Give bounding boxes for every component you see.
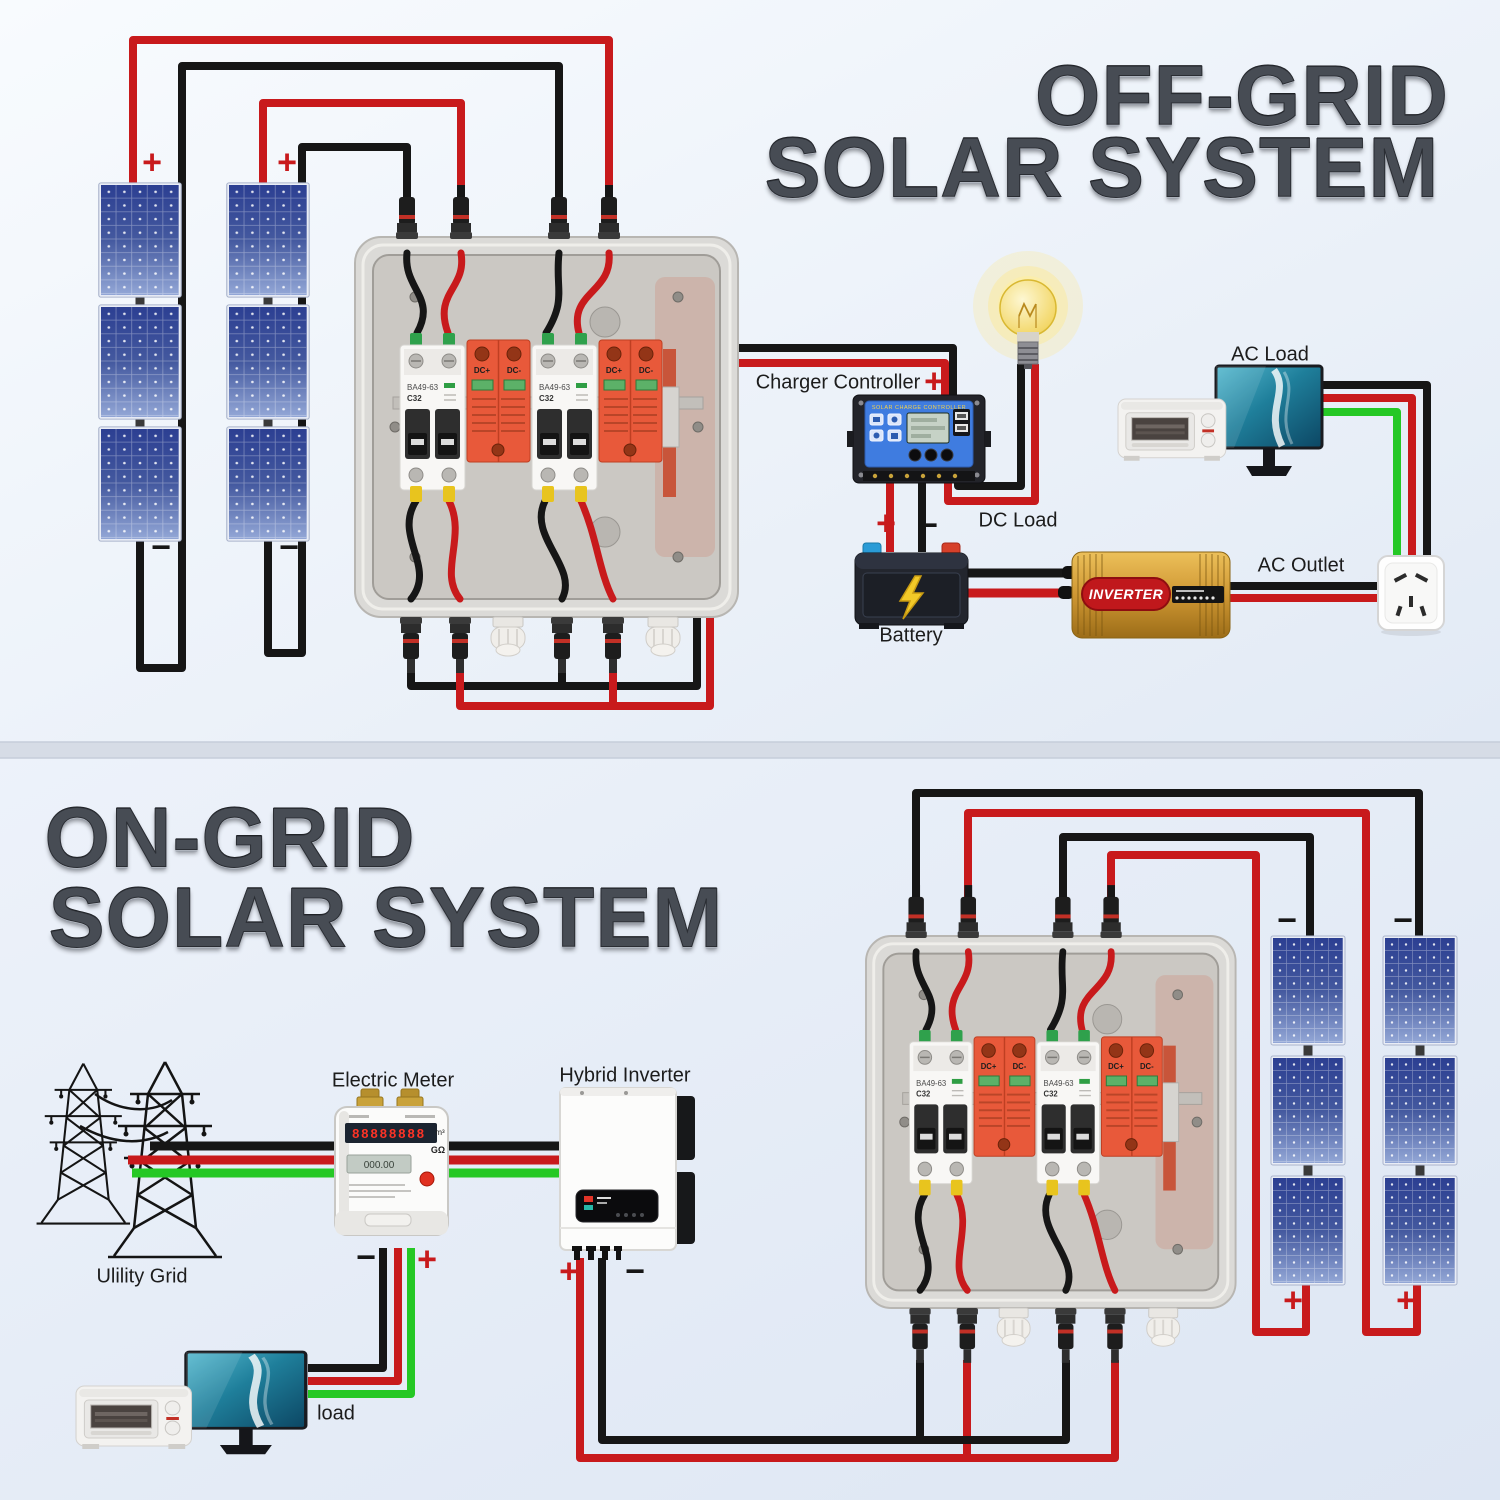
battery-label: Battery <box>879 624 943 647</box>
panel-links <box>1303 1043 1425 1178</box>
wire-meter-load-black <box>308 1248 387 1372</box>
grid-string2-minus-sign: − <box>1393 901 1413 940</box>
wire-outlet-load-green <box>1316 408 1401 558</box>
light-bulb-icon <box>973 251 1083 369</box>
electric-meter-label: Electric Meter <box>331 1069 455 1092</box>
on-grid-solar-string-1 <box>1270 935 1346 1286</box>
off-grid-title-line2: SOLAR SYSTEM <box>764 120 1440 215</box>
grid-string1-minus-sign: − <box>1277 901 1297 940</box>
string1-plus-sign: + <box>142 143 162 182</box>
grid-load-toaster <box>75 1385 193 1450</box>
off-grid-solar-string-2 <box>226 182 310 542</box>
ac-load-label: AC Load <box>1231 343 1309 366</box>
power-inverter: INVERTER <box>1071 551 1231 639</box>
string2-plus-sign: + <box>277 143 297 182</box>
section-divider <box>0 742 1500 758</box>
power-lines <box>79 1092 173 1143</box>
solar-charge-controller: SOLAR CHARGE CONTROLLER <box>847 394 991 484</box>
grid-string2-plus-sign: + <box>1396 1281 1416 1320</box>
inverter-plus-sign: + <box>559 1252 579 1291</box>
electric-meter: 88888888 m³ GΩ 000.00 <box>334 1088 449 1236</box>
wire-string1-negative <box>136 62 563 672</box>
wire-meter-load-red <box>308 1248 402 1385</box>
dc-load-label: DC Load <box>978 509 1058 532</box>
string2-minus-sign: − <box>279 528 299 567</box>
wire-box-string1-negative <box>1059 833 1314 940</box>
meter-digits-text: 88888888 <box>352 1126 426 1141</box>
inverter-minus-sign: − <box>625 1252 645 1291</box>
ac-wall-outlet <box>1377 555 1445 636</box>
string1-minus-sign: − <box>151 528 171 567</box>
inverter-label-text: INVERTER <box>1089 586 1164 602</box>
meter-plus-sign: + <box>417 1240 437 1279</box>
wire-string1-positive <box>129 36 613 210</box>
controller-title-text: SOLAR CHARGE CONTROLLER <box>872 405 966 411</box>
wire-outlet-load-red <box>1318 394 1416 558</box>
hybrid-inverter-label: Hybrid Inverter <box>559 1064 691 1087</box>
battery <box>854 542 969 629</box>
charger-controller-plus-sign: + <box>924 362 944 401</box>
wire-bulb-positive <box>944 364 1039 505</box>
on-grid-combiner-box <box>866 885 1236 1363</box>
meter-sub-digits-text: 000.00 <box>364 1160 395 1171</box>
load-label: load <box>317 1402 355 1425</box>
meter-unit2-text: GΩ <box>431 1145 445 1155</box>
wire-outlet-load-black <box>1320 381 1431 558</box>
battery-plus-sign: + <box>876 504 896 543</box>
meter-unit-text: m³ <box>435 1128 445 1137</box>
battery-minus-sign: − <box>918 506 938 545</box>
wire-box-string2-negative <box>912 789 1423 940</box>
meter-minus-sign: − <box>356 1238 376 1277</box>
wire-inverter-box-negative <box>598 1258 1070 1444</box>
wire-meter-load-green <box>308 1248 415 1398</box>
utility-grid-label: Ulility Grid <box>96 1265 188 1288</box>
wire-box-string2-positive <box>964 809 1421 1336</box>
ac-outlet-label: AC Outlet <box>1257 554 1345 577</box>
grid-string1-plus-sign: + <box>1283 1281 1303 1320</box>
on-grid-title-line2: SOLAR SYSTEM <box>48 870 724 965</box>
hybrid-inverter <box>559 1087 695 1260</box>
panel-links <box>135 295 273 429</box>
off-grid-solar-string-1 <box>98 182 182 542</box>
off-grid-title-line1: OFF-GRID <box>1035 48 1449 143</box>
wire-string2-positive <box>259 99 465 210</box>
lightning-bolt-icon <box>898 575 925 620</box>
wire-box-string1-positive <box>1107 851 1310 1336</box>
on-grid-title-line1: ON-GRID <box>44 790 416 885</box>
charger-controller-label: Charger Controller <box>755 371 921 394</box>
ac-load-toaster <box>1117 398 1227 462</box>
off-grid-combiner-box <box>355 185 738 673</box>
on-grid-solar-string-2 <box>1382 935 1458 1286</box>
wire-inverter-box-positive <box>576 1258 1119 1462</box>
